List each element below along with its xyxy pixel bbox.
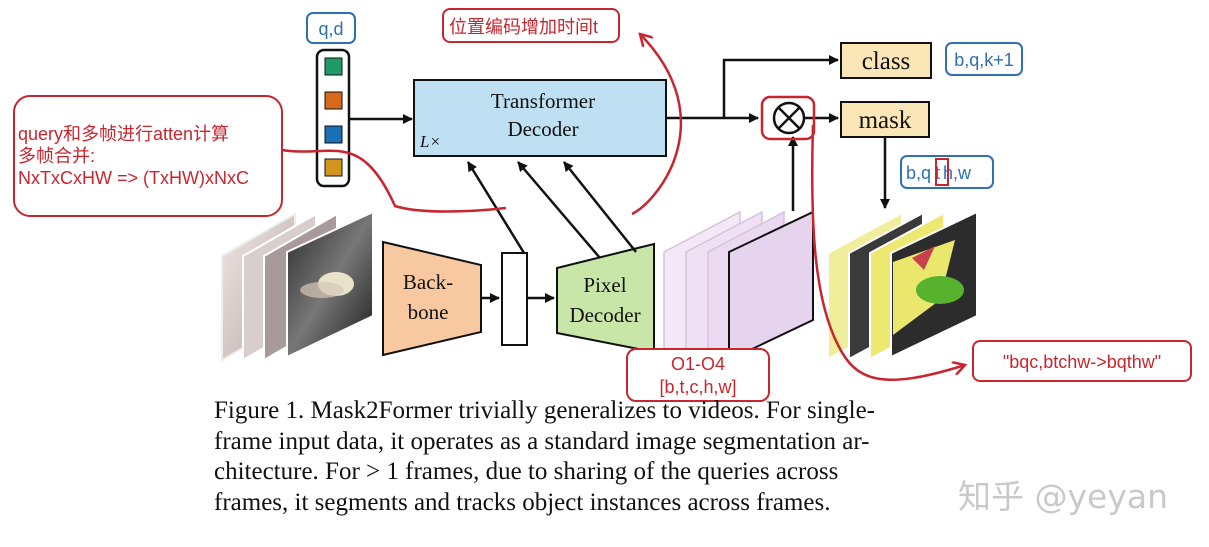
query-attention-note-line-1: query和多帧进行atten计算 [18, 124, 229, 144]
transformer-decoder-label-2: Decoder [507, 117, 578, 141]
query-attention-note-line-3: NxTxCxHW => (TxHW)xNxC [18, 168, 249, 188]
positional-note-arrow [631, 34, 683, 216]
pixel-decoder-box [556, 242, 655, 354]
transformer-decoder-label-1: Transformer [491, 89, 595, 113]
caption-line-2: frame input data, it operates as a stand… [214, 427, 870, 455]
class-shape-note-box [945, 42, 1023, 76]
input-frames [221, 210, 374, 362]
features-note-line-2: [b,t,c,h,w] [659, 377, 736, 397]
positional-encoding-note: 位置编码增加时间t [449, 17, 598, 37]
backbone-label-1: Back- [403, 270, 453, 294]
time-dim-highlight [935, 158, 949, 186]
mask-label: mask [859, 107, 912, 134]
per-pixel-embeddings [663, 210, 814, 362]
query-note-connector [281, 148, 507, 213]
query-embedding-blue [324, 125, 343, 144]
caption-line-4: frames, it segments and tracks object in… [214, 488, 831, 516]
mask-output-box [840, 101, 930, 138]
zhihu-watermark: 知乎 @yeyan [958, 477, 1168, 516]
query-attention-note-box [13, 95, 283, 217]
einsum-note-box [972, 340, 1192, 382]
features-note-box [626, 348, 770, 402]
caption-line-1: Figure 1. Mask2Former trivially generali… [214, 397, 875, 424]
qd-note-box [306, 12, 356, 44]
backbone-label-2: bone [408, 300, 449, 324]
qd-note: q,d [318, 19, 343, 39]
backbone-features-box [501, 252, 528, 346]
layers-label: L× [419, 132, 441, 151]
multiply-to-einsum-arrow [810, 124, 965, 382]
caption-line-3: chitecture. For > 1 frames, due to shari… [214, 458, 839, 485]
multiscale-arrow-2 [517, 161, 601, 259]
features-note-line-1: O1-O4 [671, 354, 725, 374]
output-mask-chameleon [916, 276, 964, 304]
multiply-highlight [760, 95, 816, 141]
class-output-box [840, 42, 932, 79]
hand-image [300, 282, 344, 298]
figure-caption: Figure 1. Mask2Former trivially generali… [214, 396, 994, 518]
transformer-decoder-box [413, 79, 667, 157]
multiscale-arrow-1 [466, 161, 526, 254]
mask-shape-after: h,w [943, 163, 972, 183]
query-attention-note-line-2: 多帧合并: [18, 146, 95, 166]
output-masks [827, 210, 978, 361]
embedding-frame-4 [728, 210, 814, 362]
mask-shape-before: b,q [906, 163, 931, 183]
einsum-note: "bqc,btchw->bqthw" [1003, 352, 1161, 372]
query-embedding-orange [324, 91, 343, 110]
multiscale-arrow-3 [563, 161, 637, 253]
class-shape-note: b,q,k+1 [954, 50, 1014, 70]
query-embedding-yellow [324, 158, 343, 177]
backbone-box [382, 240, 482, 357]
output-mask-red-region [912, 246, 935, 270]
mask-shape-highlight: t [935, 163, 940, 183]
pixel-decoder-label-2: Decoder [569, 303, 640, 327]
decoder-to-class-arrow [722, 55, 839, 118]
class-label: class [862, 48, 911, 75]
multiply-cross-2 [778, 107, 800, 129]
pixel-decoder-label-1: Pixel [583, 273, 626, 297]
query-embedding-green [324, 57, 343, 76]
positional-encoding-note-box [442, 8, 620, 43]
